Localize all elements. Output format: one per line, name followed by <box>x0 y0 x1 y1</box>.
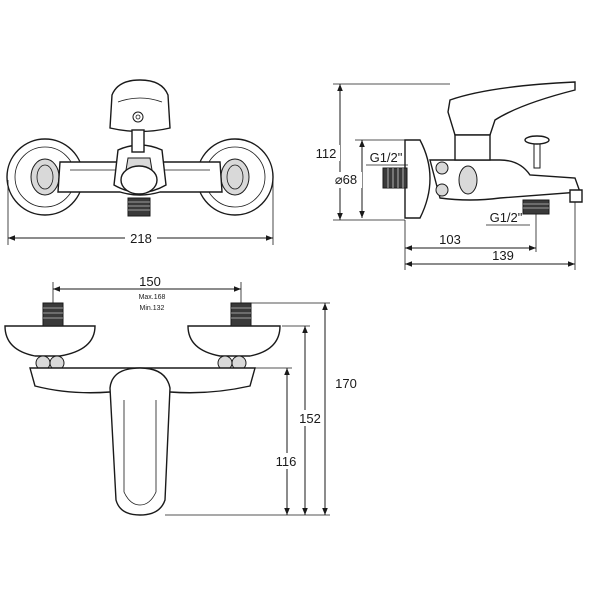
left-inlet-thread <box>42 302 64 327</box>
bottom-right-flange <box>187 325 281 357</box>
thread-bottom-label: G1/2" <box>490 210 523 225</box>
depth-103-label: 103 <box>439 232 461 247</box>
diameter-68-label: ⌀68 <box>335 172 357 187</box>
bottom-lever <box>109 367 171 516</box>
centers-min-label: Min.132 <box>140 305 165 312</box>
centers-150-label: 150 <box>139 274 161 289</box>
lever-handle <box>109 79 171 133</box>
right-flange <box>196 138 274 216</box>
height-116-label: 116 <box>276 454 297 469</box>
thread-top-label: G1/2" <box>370 150 403 165</box>
centers-max-label: Max.168 <box>139 294 166 301</box>
depth-139-label: 139 <box>492 248 514 263</box>
side-lever <box>447 81 576 136</box>
front-view: 218 <box>6 79 274 246</box>
bottom-left-flange <box>4 325 96 357</box>
height-112-label: 112 <box>316 146 337 161</box>
bottom-view: 150 Max.168 Min.132 170 152 116 <box>4 274 360 516</box>
height-170-label: 170 <box>335 376 357 391</box>
right-inlet-thread <box>230 302 252 327</box>
side-view: 112 ⌀68 G1/2" G1/2" 103 139 <box>316 81 583 270</box>
outlet-thread <box>127 197 151 217</box>
side-wall-disk <box>404 139 431 219</box>
width-218-label: 218 <box>130 231 152 246</box>
height-152-label: 152 <box>299 411 321 426</box>
